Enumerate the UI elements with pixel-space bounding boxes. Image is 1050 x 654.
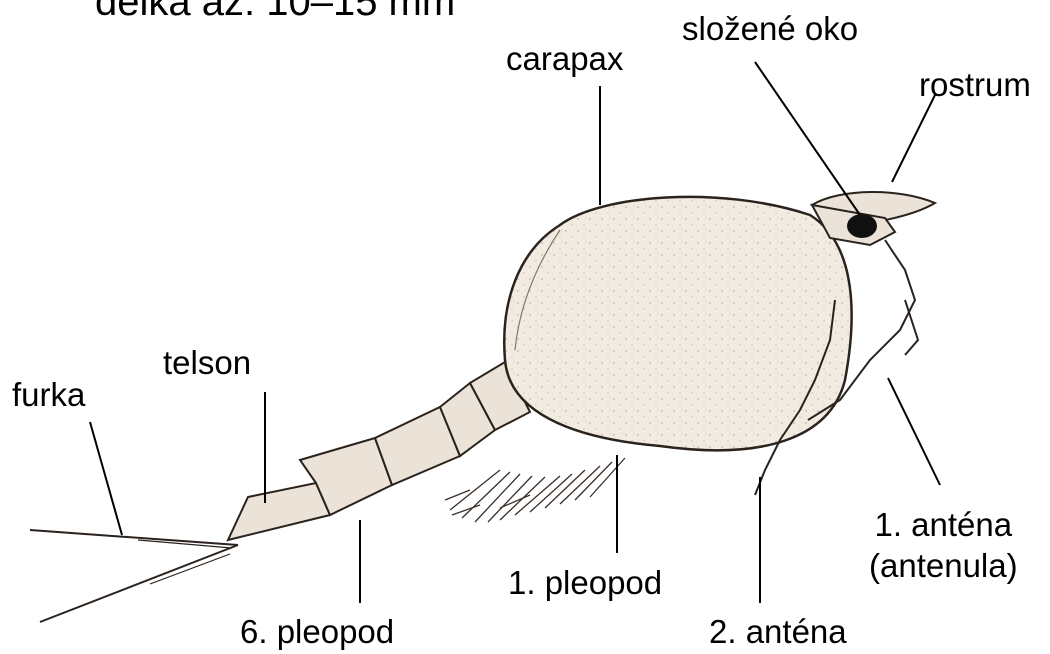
abdomen — [228, 362, 530, 540]
label-pleopod-1: 1. pleopod — [508, 566, 662, 599]
label-antena-1-line1: 1. anténa — [869, 508, 1018, 541]
label-telson: telson — [163, 346, 251, 379]
pleopod-bristles — [445, 458, 625, 522]
compound-eye — [847, 214, 877, 238]
label-furka: furka — [12, 378, 85, 411]
label-antena-2: 2. anténa — [709, 615, 847, 648]
title-partial: délka až: 10–15 mm — [95, 0, 455, 22]
label-carapax: carapax — [506, 42, 623, 75]
label-antena-1-line2: (antenula) — [869, 549, 1018, 582]
furca — [30, 530, 238, 622]
label-pleopod-6: 6. pleopod — [240, 615, 394, 648]
label-antena-1: 1. anténa (antenula) — [869, 508, 1018, 582]
label-rostrum: rostrum — [919, 68, 1031, 101]
label-slozene-oko: složené oko — [682, 12, 858, 45]
